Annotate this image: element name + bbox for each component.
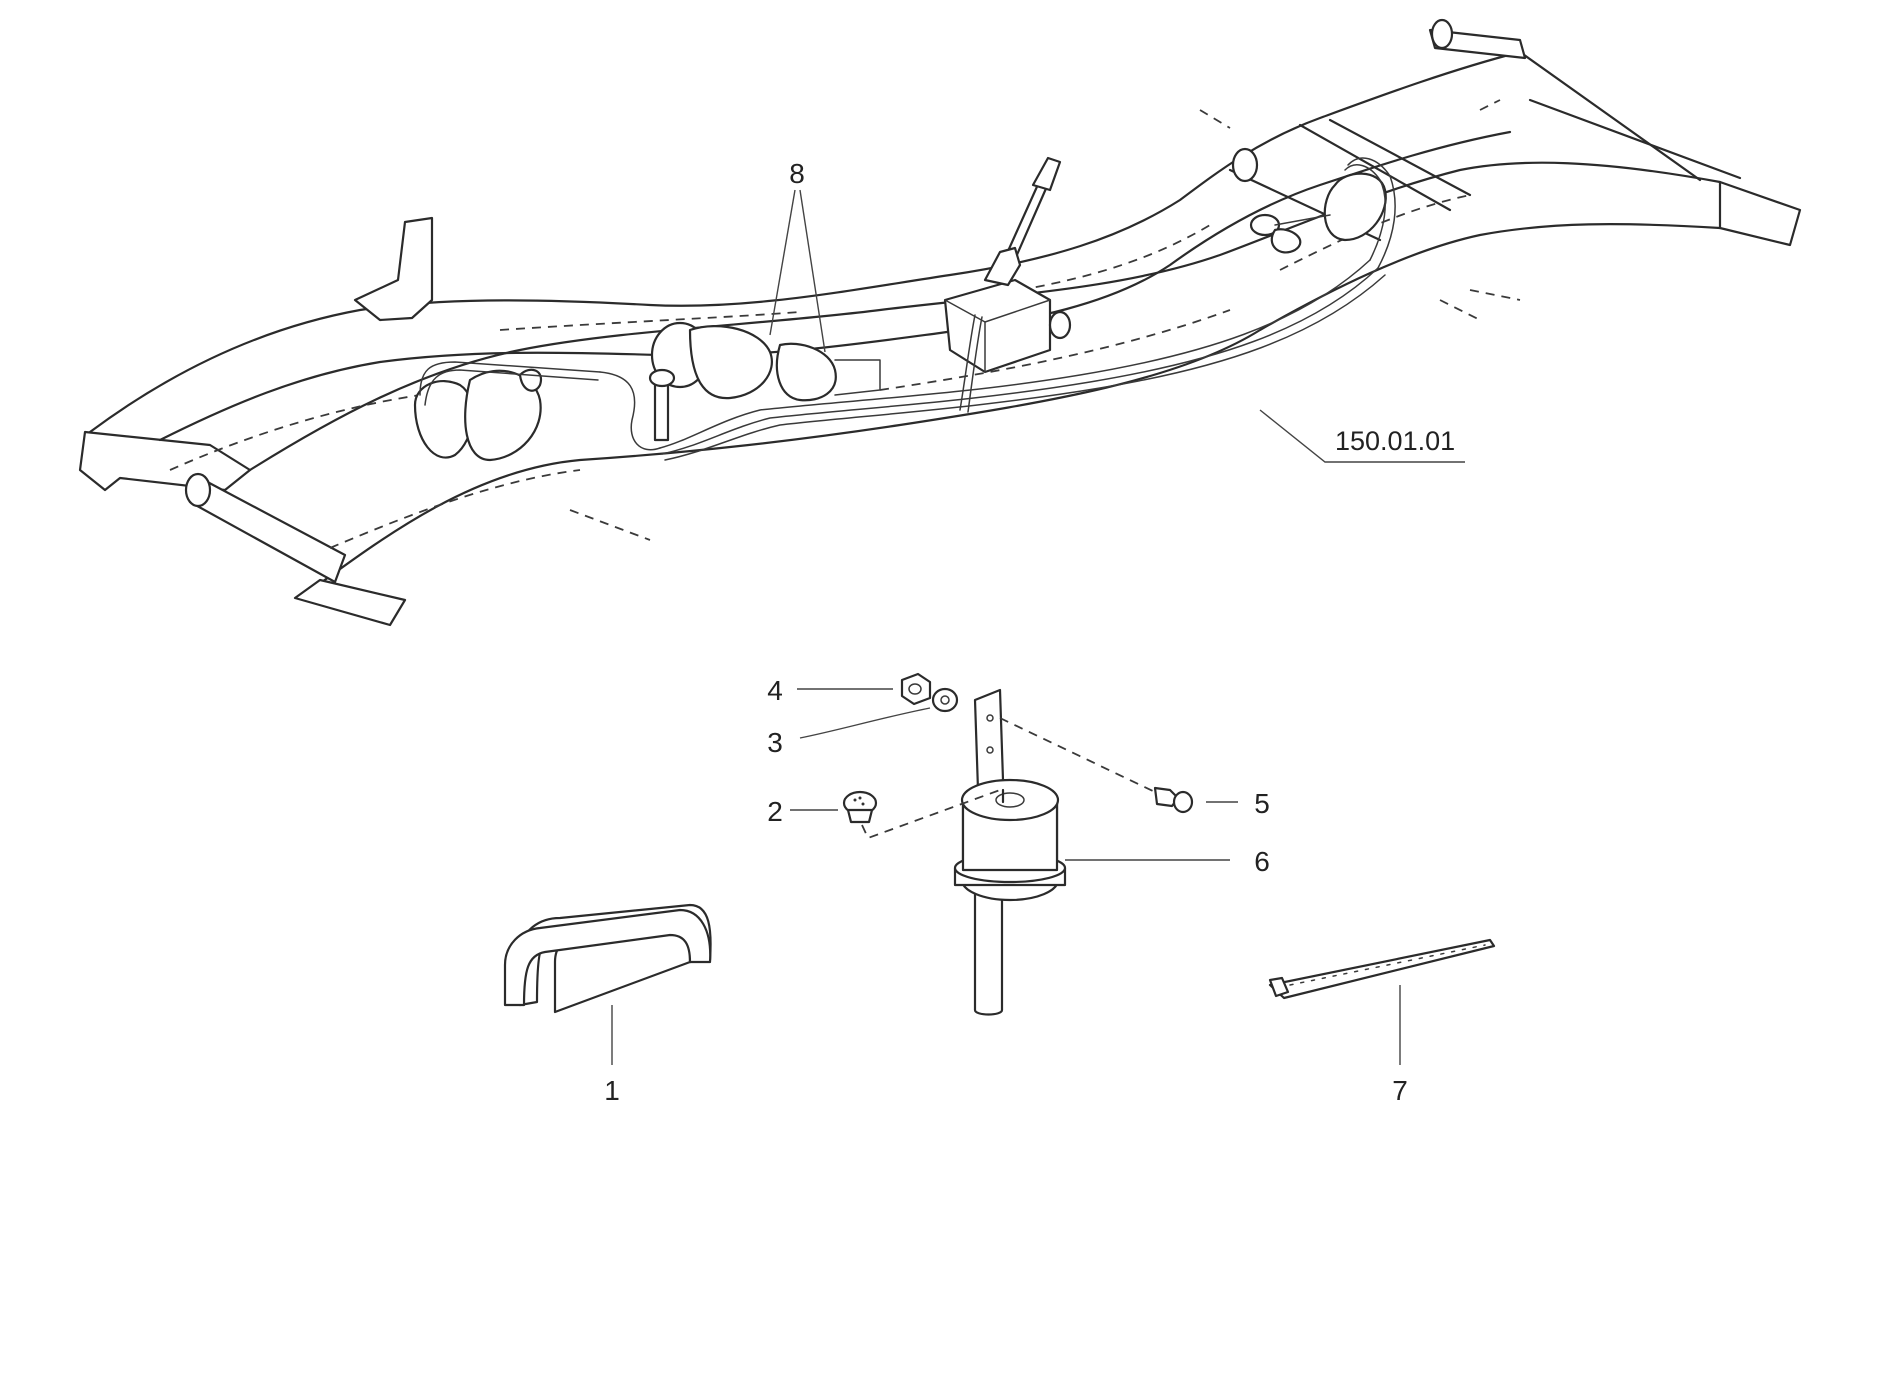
rear-axle-diff xyxy=(1249,172,1387,254)
part-6-mount xyxy=(953,688,1067,1016)
svg-text:5: 5 xyxy=(1254,788,1270,819)
svg-text:2: 2 xyxy=(767,796,783,827)
part-3-washer xyxy=(931,687,959,713)
svg-text:3: 3 xyxy=(767,727,783,758)
callout-3[interactable]: 3 xyxy=(767,707,931,758)
svg-text:150.01.01: 150.01.01 xyxy=(1335,426,1455,456)
callout-6[interactable]: 6 xyxy=(1065,846,1270,877)
svg-text:7: 7 xyxy=(1392,1075,1408,1106)
part-1-sleeve xyxy=(503,903,712,1014)
callout-5[interactable]: 5 xyxy=(1206,788,1270,819)
callout-7[interactable]: 7 xyxy=(1392,985,1408,1106)
part-5-bolt xyxy=(1153,786,1194,814)
svg-text:1: 1 xyxy=(604,1075,620,1106)
plug-dashline xyxy=(861,789,1001,840)
svg-text:6: 6 xyxy=(1254,846,1270,877)
svg-text:8: 8 xyxy=(789,158,805,189)
part-4-nut xyxy=(900,672,932,706)
callout-1[interactable]: 1 xyxy=(604,1005,620,1106)
bolt-dashline xyxy=(999,717,1156,793)
part-7-cable-tie xyxy=(1268,938,1496,1000)
callout-2[interactable]: 2 xyxy=(767,796,838,827)
callout-8[interactable]: 8 xyxy=(769,158,826,353)
part-2-plug xyxy=(842,790,878,824)
callout-4[interactable]: 4 xyxy=(767,675,893,706)
svg-text:4: 4 xyxy=(767,675,783,706)
reference-label: 150.01.01 xyxy=(1259,409,1465,463)
brake-pipes xyxy=(419,157,1396,461)
gearbox-assembly xyxy=(943,156,1072,374)
front-axle-diff xyxy=(413,368,543,462)
chassis-frame xyxy=(78,18,1802,627)
